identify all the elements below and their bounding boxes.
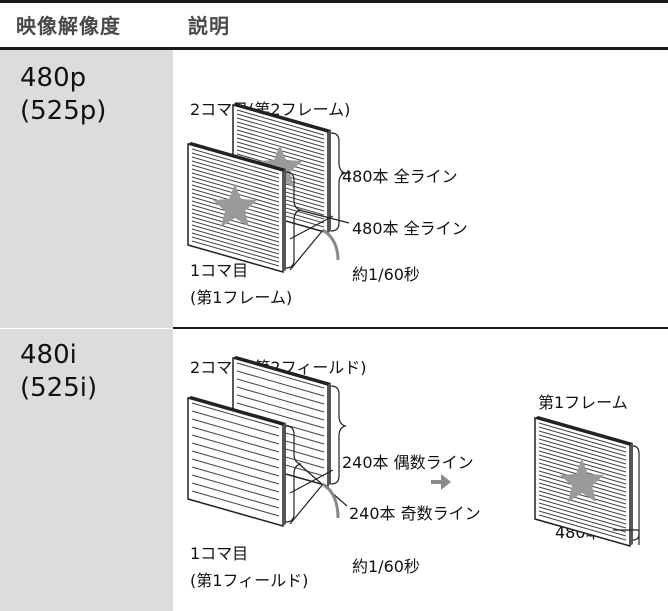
interval-label-interlaced: 約1/60秒 [352, 557, 420, 576]
resolution-cell-480i [0, 329, 173, 611]
back-lines-label: 480本 全ライン [342, 167, 458, 186]
header-rule [0, 47, 668, 50]
scan-line [191, 434, 280, 461]
frame1-panel [187, 142, 286, 273]
resolution-480i: 480i [20, 340, 77, 370]
scan-line [538, 502, 627, 529]
scan-line [191, 458, 280, 485]
scan-line [191, 466, 280, 493]
scan-line [538, 486, 627, 513]
scan-line [191, 212, 280, 239]
scan-line [236, 402, 325, 429]
star-shape [560, 459, 604, 502]
scan-line [236, 109, 325, 136]
scan-line [538, 490, 627, 517]
scan-line [191, 418, 280, 445]
scan-line [191, 208, 280, 235]
frame1-label-line1: 1コマ目 [190, 261, 249, 280]
scan-line [236, 121, 325, 148]
interlaced-fields-diagram [187, 356, 640, 547]
scan-line [191, 482, 280, 509]
scan-line [538, 510, 627, 537]
odd-lines-label: 240本 奇数ライン [349, 504, 481, 523]
interval-pointer [322, 228, 340, 261]
resolution-525i: (525i) [20, 373, 98, 403]
frame1-label-line2: (第1フレーム) [190, 288, 293, 307]
interval-line-bottom [289, 229, 324, 271]
scan-line [236, 370, 325, 397]
scan-line [236, 113, 325, 140]
scan-line [538, 434, 627, 461]
scan-line [191, 168, 280, 195]
header-resolution: 映像解像度 [16, 14, 121, 38]
frame2-label: 2コマ目(第2フレーム) [190, 100, 351, 119]
arrow-right-icon [431, 474, 451, 490]
top-rule [0, 0, 668, 3]
result-frame-label: 第1フレーム [538, 393, 628, 412]
scan-line [236, 129, 325, 156]
scan-line [538, 506, 627, 533]
scan-line [191, 474, 280, 501]
scan-line [538, 494, 627, 521]
scan-line [538, 514, 627, 541]
scan-line [236, 394, 325, 421]
progressive-frames-diagram [187, 103, 351, 273]
scan-line [191, 148, 280, 175]
scan-line [538, 482, 627, 509]
odd-brace [285, 425, 302, 523]
even-lines-label: 240本 偶数ライン [342, 453, 474, 472]
scan-line [538, 438, 627, 465]
scan-line [191, 228, 280, 255]
scan-line [236, 117, 325, 144]
scan-line [538, 446, 627, 473]
scan-line [538, 442, 627, 469]
interval-line-top [289, 215, 334, 240]
scan-line [236, 125, 325, 152]
scan-line [191, 156, 280, 183]
scan-line [191, 216, 280, 243]
scan-line [191, 426, 280, 453]
scan-line [191, 232, 280, 259]
interval-label: 約1/60秒 [352, 265, 420, 284]
scan-line [191, 160, 280, 187]
front-leader [298, 209, 350, 224]
scan-line [538, 422, 627, 449]
scan-line [236, 362, 325, 389]
scan-line [191, 236, 280, 263]
resolution-525p: (525p) [20, 96, 107, 126]
scan-line [191, 490, 280, 517]
row-divider [173, 327, 668, 329]
scan-line [191, 152, 280, 179]
scan-line [191, 220, 280, 247]
header-description: 説明 [188, 14, 230, 38]
scan-line [191, 164, 280, 191]
scan-line [236, 386, 325, 413]
resolution-cell-480p [0, 50, 173, 328]
scan-line [236, 378, 325, 405]
result-brace [632, 445, 640, 541]
star-shape [213, 184, 257, 227]
field1-label-line1: 1コマ目 [190, 544, 249, 563]
scan-line [191, 240, 280, 267]
result-frame-panel [534, 416, 633, 547]
scan-line [191, 224, 280, 251]
resolution-480p: 480p [20, 63, 87, 93]
scan-line [538, 430, 627, 457]
front-lines-label: 480本 全ライン [352, 219, 468, 238]
even-brace [330, 385, 347, 485]
scan-line [191, 402, 280, 429]
scan-line [538, 498, 627, 525]
field1-panel [187, 396, 286, 527]
scan-line [538, 426, 627, 453]
field1-label-line2: (第1フィールド) [190, 571, 309, 590]
scan-line [191, 410, 280, 437]
scan-line [191, 450, 280, 477]
scan-line [191, 442, 280, 469]
